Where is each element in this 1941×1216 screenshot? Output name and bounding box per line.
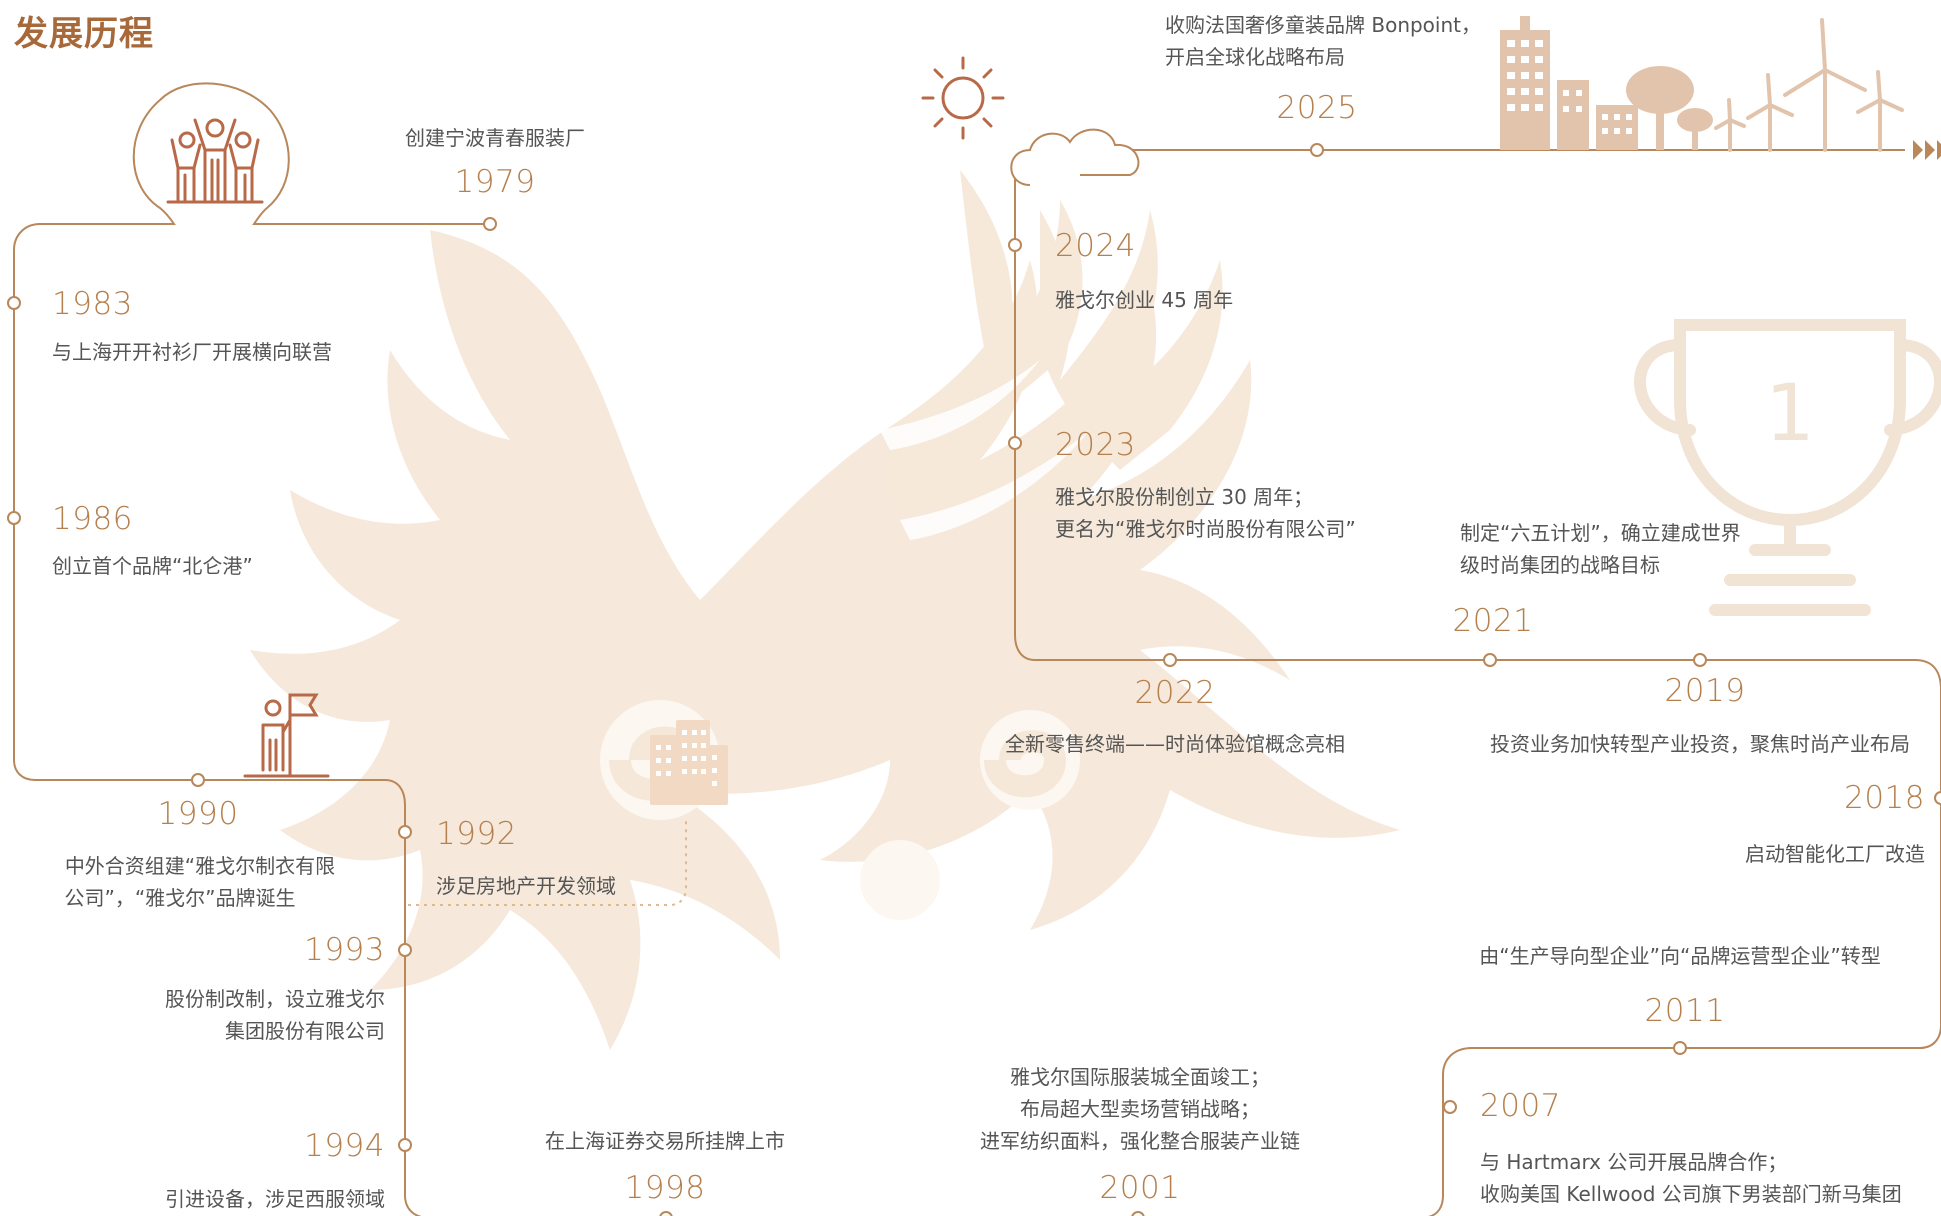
milestone-1979-year: 1979 [454,164,536,200]
milestone-2025-text-line2: 开启全球化战略布局 [1165,45,1345,69]
milestone-1990-text-line1: 中外合资组建“雅戈尔制衣有限 [64,854,336,878]
milestone-2007-text-line2: 收购美国 Kellwood 公司旗下男装部门新马集团 [1480,1182,1902,1206]
milestone-2025-year: 2025 [1276,90,1358,126]
milestone-2001-text-line3: 进军纺织面料，强化整合服装产业链 [980,1129,1300,1153]
dotted-connector [408,820,687,906]
milestone-1994-text: 引进设备，涉足西服领域 [165,1187,385,1211]
milestone-1992-year: 1992 [436,816,517,852]
milestone-2023-text-line2: 更名为“雅戈尔时尚股份有限公司” [1055,517,1356,541]
phoenix-watermark [250,170,1400,1050]
milestone-1986-year: 1986 [52,501,133,537]
milestone-1979-text: 创建宁波青春服装厂 [405,126,585,150]
milestone-2023-year: 2023 [1055,427,1136,463]
trophy-icon [1634,319,1941,616]
feather-streaks [700,360,1090,540]
people-cheering-icon [166,118,264,204]
milestone-1983-text: 与上海开开衬衫厂开展横向联营 [52,340,332,364]
milestone-1998-year: 1998 [624,1170,706,1206]
timeline-nodes [7,143,1941,1216]
milestone-1993-text-line1: 股份制改制，设立雅戈尔 [165,987,385,1011]
milestone-2001-year: 2001 [1099,1170,1181,1206]
cloud-icon [1010,128,1140,186]
milestone-1986-text: 创立首个品牌“北仑港” [52,554,253,578]
milestone-2022-year: 2022 [1134,675,1216,711]
milestone-2018-year: 2018 [1844,780,1925,816]
page-title: 发展历程 [14,14,154,54]
milestone-2007-text-line1: 与 Hartmarx 公司开展品牌合作； [1480,1150,1788,1174]
milestone-2024-year: 2024 [1055,228,1136,264]
milestone-1993-text-line2: 集团股份有限公司 [225,1019,385,1043]
sun-icon [921,56,1005,140]
milestone-1998-text: 在上海证券交易所挂牌上市 [545,1129,785,1153]
arrow-right-icon [1913,140,1941,160]
milestone-2011-text: 由“生产导向型企业”向“品牌运营型企业”转型 [1479,944,1881,968]
milestone-1983-year: 1983 [52,286,133,322]
milestone-2011-year: 2011 [1644,993,1726,1029]
milestone-1992-text: 涉足房地产开发领域 [436,874,616,898]
milestone-2019-text: 投资业务加快转型产业投资，聚焦时尚产业布局 [1490,732,1910,756]
city-windmill-skyline-icon [1500,16,1904,152]
milestone-1994-year: 1994 [304,1128,385,1164]
building-icon [650,720,728,805]
milestone-2001-text-line2: 布局超大型卖场营销战略； [1020,1097,1260,1121]
milestone-2021-text-line2: 级时尚集团的战略目标 [1460,553,1660,577]
milestone-2022-text: 全新零售终端——时尚体验馆概念亮相 [1005,732,1345,756]
milestone-1990-text-line2: 公司”，“雅戈尔”品牌诞生 [64,886,296,910]
milestone-2024-text: 雅戈尔创业 45 周年 [1055,288,1234,312]
milestone-2007-year: 2007 [1480,1088,1561,1124]
milestone-2018-text: 启动智能化工厂改造 [1745,842,1925,866]
milestone-2021-year: 2021 [1452,603,1534,639]
milestone-2019-year: 2019 [1664,673,1746,709]
milestone-2001-text-line1: 雅戈尔国际服装城全面竣工； [1010,1065,1270,1089]
milestone-1990-year: 1990 [157,796,239,832]
trophy-number: 1 [1765,369,1815,459]
milestone-2021-text-line1: 制定“六五计划”，确立建成世界 [1460,521,1741,545]
milestone-2025-text-line1: 收购法国奢侈童装品牌 Bonpoint， [1165,13,1481,37]
milestone-1993-year: 1993 [304,932,385,968]
milestone-2023-text-line1: 雅戈尔股份制创立 30 周年； [1055,485,1314,509]
flag-person-icon [243,693,330,778]
